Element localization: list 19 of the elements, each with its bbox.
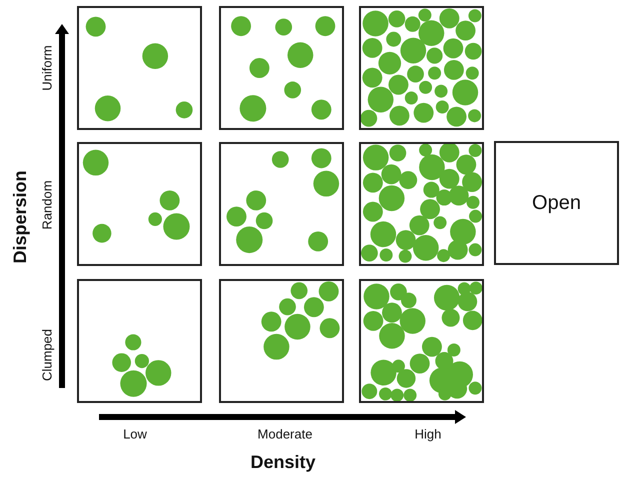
category-label: High <box>414 428 442 440</box>
circle-pattern-drawing <box>359 142 484 266</box>
circle-pattern-drawing <box>77 142 202 266</box>
category-label: Low <box>123 428 147 440</box>
category-label: Uniform <box>40 45 54 91</box>
circle-pattern-drawing <box>77 279 202 403</box>
square-panel <box>494 141 619 265</box>
category-label: Moderate <box>258 428 312 440</box>
panel-label: Open <box>532 193 581 213</box>
circle-pattern-drawing <box>359 6 484 130</box>
circle-pattern-drawing <box>77 6 202 130</box>
circle-pattern-drawing <box>219 142 344 266</box>
axis-title: Density <box>250 453 316 471</box>
circle-pattern-drawing <box>219 279 344 403</box>
category-label: Random <box>40 180 54 230</box>
axis-title: Dispersion <box>11 170 29 264</box>
category-label: Clumped <box>40 328 54 382</box>
circle-pattern-drawing <box>359 279 484 403</box>
circle-pattern-drawing <box>219 6 344 130</box>
